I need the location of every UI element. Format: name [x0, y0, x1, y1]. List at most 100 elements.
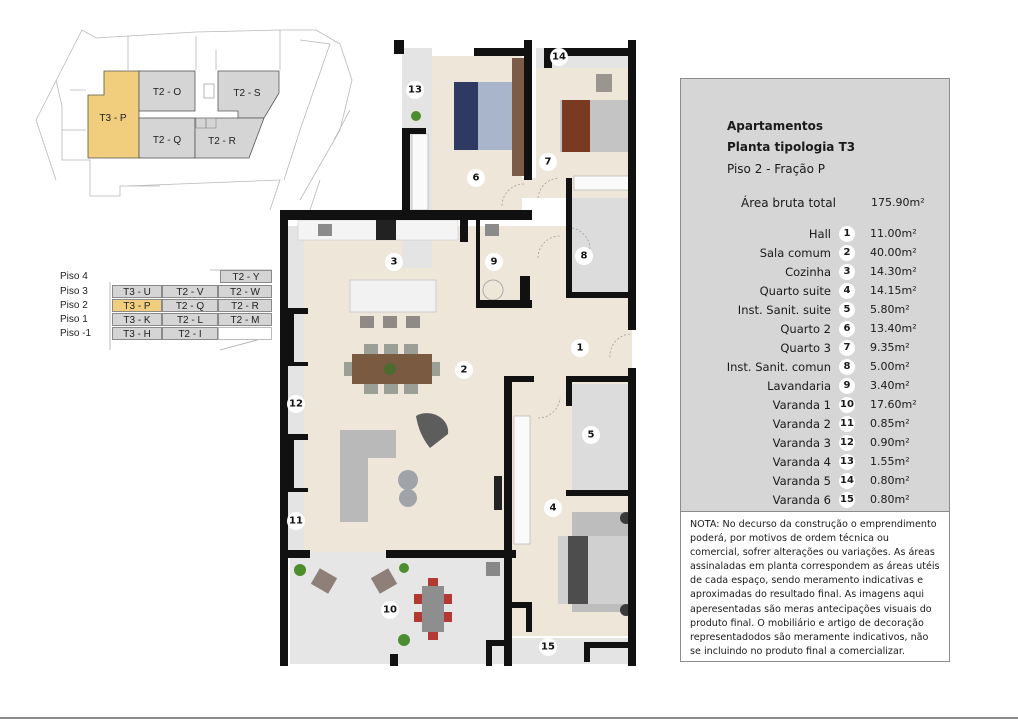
unit-cell-t3-k[interactable]: T3 - K [112, 313, 162, 326]
floor-stacking-diagram: Piso 4 T2 - Y Piso 3 T3 - U T2 - V T2 - … [60, 266, 280, 352]
area-name: Quarto 3 [780, 341, 831, 355]
area-info-panel: Apartamentos Planta tipologia T3 Piso 2 … [680, 78, 950, 662]
area-value: 3.40m² [870, 379, 910, 392]
area-value: 14.30m² [870, 265, 917, 278]
room-1-number[interactable]: 1 [577, 343, 584, 354]
bed-throw [568, 536, 588, 604]
room-11-number[interactable]: 11 [289, 516, 303, 527]
area-number-badge: 12 [839, 435, 855, 451]
site-plan-drawing: T3 - P T2 - O T2 - S T2 - Q T2 - R [35, 29, 360, 220]
area-number-badge: 15 [839, 492, 855, 508]
room-4-number[interactable]: 4 [550, 503, 557, 514]
area-name: Varanda 3 [772, 436, 831, 450]
area-value: 9.35m² [870, 341, 910, 354]
area-name: Varanda 1 [772, 398, 831, 412]
desk-chair [596, 74, 612, 92]
area-number-badge: 10 [839, 397, 855, 413]
area-number-badge: 1 [839, 226, 855, 242]
area-name: Varanda 2 [772, 417, 831, 431]
area-number-badge: 4 [839, 283, 855, 299]
area-value: 0.85m² [870, 417, 910, 430]
room-number-badges: 1 2 3 4 5 6 7 8 9 10 11 12 13 14 15 [287, 48, 600, 656]
area-row: Varanda 1 10 17.60m² [681, 396, 949, 414]
room-7-number[interactable]: 7 [545, 157, 552, 168]
area-value: 5.80m² [870, 303, 910, 316]
area-value: 17.60m² [870, 398, 917, 411]
floor-label: Piso 1 [60, 314, 88, 325]
unit-cell-t2-i[interactable]: T2 - I [162, 327, 218, 340]
unit-t2-o[interactable] [138, 70, 196, 112]
unit-label-t3-p: T3 - P [99, 113, 127, 124]
unit-cell-t2-m[interactable]: T2 - M [218, 313, 272, 326]
unit-cell-t2-q[interactable]: T2 - Q [162, 299, 218, 312]
area-number-badge: 6 [839, 321, 855, 337]
room-14-number[interactable]: 14 [552, 52, 566, 63]
area-row: Varanda 3 12 0.90m² [681, 434, 949, 452]
door-swings [501, 177, 631, 419]
room-5-number[interactable]: 5 [588, 430, 595, 441]
area-value: 11.00m² [870, 227, 917, 240]
unit-cell-t2-y[interactable]: T2 - Y [220, 270, 272, 283]
area-value: 40.00m² [870, 246, 917, 259]
area-value: 0.90m² [870, 436, 910, 449]
area-name: Sala comum [759, 246, 831, 260]
room-13-number[interactable]: 13 [408, 85, 422, 96]
room-3-number[interactable]: 3 [391, 257, 398, 268]
unit-cell-t2-l[interactable]: T2 - L [162, 313, 218, 326]
panel-title: Apartamentos [727, 119, 824, 133]
unit-cell-t2-w[interactable]: T2 - W [218, 285, 272, 298]
area-name: Inst. Sanit. comun [726, 360, 831, 374]
floor-label: Piso 2 [60, 300, 88, 311]
area-number-badge: 3 [839, 264, 855, 280]
room-12-number[interactable]: 12 [289, 399, 303, 410]
balcony-table [422, 586, 444, 632]
unit-cell-t2-v[interactable]: T2 - V [162, 285, 218, 298]
unit-cell-t3-p-selected[interactable]: T3 - P [112, 299, 162, 312]
room-10-number[interactable]: 10 [383, 605, 397, 616]
floor-row-piso-minus-1: Piso -1 T3 - H T2 - I [60, 327, 280, 341]
floor-unit-label: Piso 2 - Fração P [727, 162, 825, 176]
area-number-badge: 13 [839, 454, 855, 470]
area-name: Varanda 6 [772, 493, 831, 507]
floor-plan: 1 2 3 4 5 6 7 8 9 10 11 12 13 14 15 [280, 38, 642, 666]
room-6-number[interactable]: 6 [473, 173, 480, 184]
unit-cell-t2-r[interactable]: T2 - R [218, 299, 272, 312]
kitchen-island [349, 279, 437, 313]
area-value: 13.40m² [870, 322, 917, 335]
unit-t2-q[interactable] [138, 117, 196, 159]
lounge-chair [370, 568, 398, 594]
room-9-number[interactable]: 9 [491, 257, 498, 268]
floor-label: Piso 4 [60, 271, 88, 282]
unit-cell-t3-u[interactable]: T3 - U [112, 285, 162, 298]
area-name: Lavandaria [767, 379, 831, 393]
wardrobe [411, 133, 429, 211]
area-row: Sala comum 2 40.00m² [681, 244, 949, 262]
floor-label: Piso 3 [60, 286, 88, 297]
bathroom-5-fixtures [572, 384, 632, 490]
tv-icon [494, 476, 502, 510]
disclaimer-note: NOTA: No decurso da construção o emprend… [681, 511, 949, 661]
room-2-number[interactable]: 2 [461, 365, 468, 376]
bbq-sink-icon [486, 562, 500, 576]
side-table [399, 489, 417, 507]
area-name: Varanda 5 [772, 474, 831, 488]
headboard [512, 58, 524, 176]
unit-cell-t3-h[interactable]: T3 - H [112, 327, 162, 340]
bed-throw [562, 100, 590, 152]
gross-area-label: Área bruta total [741, 196, 836, 210]
room-15-number[interactable]: 15 [541, 642, 555, 653]
floor-plan-drawing: 1 2 3 4 5 6 7 8 9 10 11 12 13 14 15 [280, 40, 636, 666]
room-8-number[interactable]: 8 [581, 251, 588, 262]
bathroom-8-fixtures [572, 198, 632, 292]
area-number-badge: 2 [839, 245, 855, 261]
balcony-chairs [414, 578, 452, 640]
bed-throw [454, 82, 478, 150]
